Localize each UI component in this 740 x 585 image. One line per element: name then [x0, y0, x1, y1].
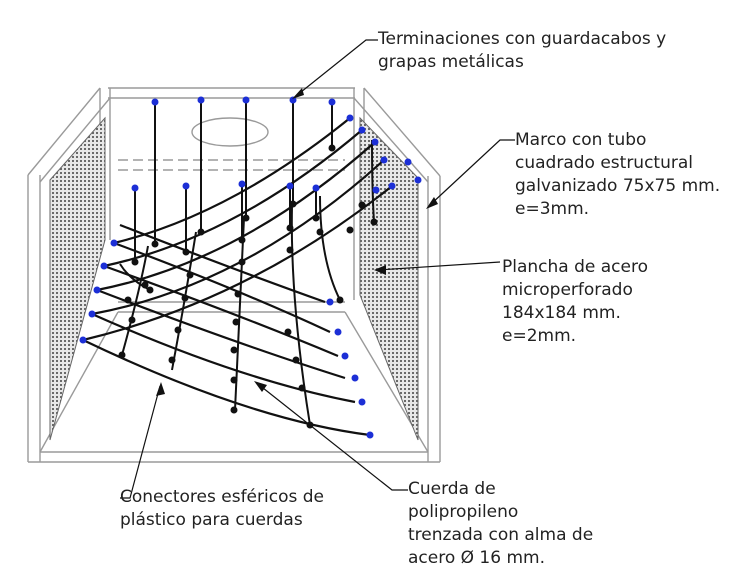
label-marco: Marco con tubo cuadrado estructural galv… — [515, 130, 721, 219]
leader-arrowheads — [156, 88, 438, 396]
label-conectores: Conectores esféricos de plástico para cu… — [120, 487, 324, 530]
label-cuerda: Cuerda de polipropileno trenzada con alm… — [408, 479, 594, 568]
net-rope-curves — [82, 117, 393, 437]
hanger-ropes — [134, 100, 333, 262]
left-perforated-panel — [49, 116, 106, 441]
label-terminaciones: Terminaciones con guardacabos y grapas m… — [378, 29, 667, 72]
right-perforated-panel — [359, 116, 419, 441]
label-plancha: Plancha de acero microperforado 184x184 … — [502, 257, 649, 346]
leader-lines — [120, 39, 515, 499]
anchor-terminations — [79, 96, 422, 439]
